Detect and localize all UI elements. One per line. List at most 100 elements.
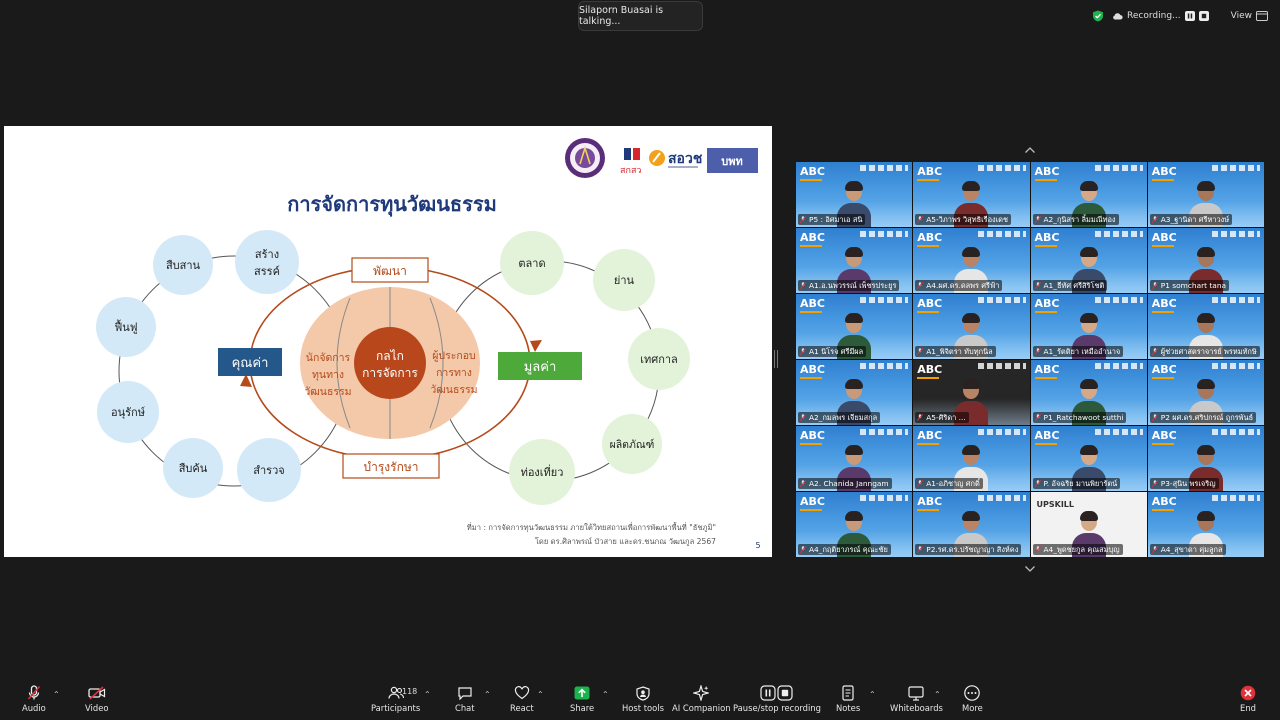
video-button[interactable]: Video [85,685,108,713]
participant-name-label: A4.ผศ.ดร.ดลพร ศรีฟ้า [915,280,1003,291]
mic-muted-icon [917,348,924,355]
virtual-background-logo: ABC [917,495,942,511]
audio-options-caret-icon[interactable]: ⌃ [53,690,60,699]
audio-button[interactable]: Audio [22,685,46,713]
virtual-background-logo: ABC [1035,231,1060,247]
left-node-sangsan: สร้าง สรรค์ [235,230,299,294]
participant-tile[interactable]: ABC A5-วิภาพร วิสุทธิเรืองเดช [913,162,1030,227]
background-sponsor-logos [1212,231,1260,237]
react-options-caret-icon[interactable]: ⌃ [537,690,544,699]
end-button[interactable]: End [1239,685,1257,713]
host-tools-button[interactable]: Host tools [622,685,664,713]
slide-source-line-1: ที่มา : การจัดการทุนวัฒนธรรม ภายใต้วิทยส… [467,522,716,532]
view-button[interactable]: View [1231,11,1268,21]
mic-muted-icon [1034,414,1041,421]
participant-name-label: P5 : อิศมาเอ สนิ [798,214,866,225]
share-screen-icon [574,686,590,700]
nxpo-logo: สอวช [649,150,703,168]
security-shield-icon[interactable] [1092,10,1104,22]
recording-indicator[interactable]: Recording... [1112,11,1209,21]
participant-name-label: A5-วิภาพร วิสุทธิเรืองเดช [915,214,1011,225]
node-label: ตลาด [518,257,545,270]
chat-button[interactable]: Chat [455,685,475,713]
chevron-up-icon[interactable] [1024,146,1036,154]
background-sponsor-logos [977,165,1026,171]
notes-options-caret-icon[interactable]: ⌃ [869,690,876,699]
share-button[interactable]: Share [570,685,594,713]
background-sponsor-logos [860,231,909,237]
mic-muted-icon [1151,546,1158,553]
center-line-2: การจัดการ [362,366,418,380]
more-button[interactable]: More [962,685,983,713]
ai-companion-button[interactable]: AI Companion [672,685,731,713]
chevron-down-icon[interactable] [1024,565,1036,573]
participant-name-text: A1.อ.นพวรรณ์ เพ็ชรประยูร [809,281,897,290]
whiteboards-options-caret-icon[interactable]: ⌃ [934,690,941,699]
node-label: อนุรักษ์ [111,406,145,419]
participant-tile[interactable]: ABC A4.ผศ.ดร.ดลพร ศรีฟ้า [913,228,1030,293]
right-node-thongthiao: ท่องเที่ยว [509,439,575,505]
mic-muted-icon [1034,480,1041,487]
split-resize-handle[interactable] [774,350,778,368]
pause-stop-recording-button[interactable]: Pause/stop recording [733,685,821,713]
sparkle-icon [693,685,710,701]
participant-name-text: A4_พูดชยกูล คุณสมบุญ [1043,545,1120,554]
background-sponsor-logos [860,297,909,303]
mic-muted-icon [917,282,924,289]
video-label: Video [85,703,109,713]
mic-muted-icon [1034,348,1041,355]
mic-muted-icon [800,282,806,289]
left-node-anurak: อนุรักษ์ [97,381,159,443]
background-sponsor-logos [977,429,1026,435]
participants-button[interactable]: Participants [371,685,420,713]
virtual-background-logo: ABC [917,429,942,445]
pause-recording-icon[interactable] [1184,11,1195,21]
right-node-tetsakan: เทศกาล [628,328,690,390]
background-sponsor-logos [1212,495,1260,501]
stop-recording-icon[interactable] [1198,11,1209,21]
participant-name-text: P1 somchart tana [1160,281,1227,290]
participants-options-caret-icon[interactable]: ⌃ [424,690,431,699]
tsri-logo: สกสว [620,148,642,176]
chat-options-caret-icon[interactable]: ⌃ [484,690,491,699]
chat-icon [458,687,472,700]
participant-name-text: A1 นิโรจ ศรีมีผล [809,347,864,356]
tsri-logo-text: สกสว [620,166,642,176]
background-sponsor-logos [860,495,909,501]
notes-button[interactable]: Notes [836,685,860,713]
top-box [351,257,429,283]
react-button[interactable]: React [510,685,534,713]
whiteboards-button[interactable]: Whiteboards [890,685,943,713]
right-node-talad: ตลาด [500,231,564,295]
share-options-caret-icon[interactable]: ⌃ [602,690,609,699]
left-node-suebsan: สืบสาน [153,235,213,295]
virtual-background-logo: ABC [917,231,942,247]
participant-name-label: A1 นิโรจ ศรีมีผล [798,346,867,357]
virtual-background-logo: ABC [917,165,942,181]
chat-label: Chat [455,703,475,713]
node-label: ฟื้นฟู [114,319,137,334]
background-sponsor-logos [1094,363,1143,369]
